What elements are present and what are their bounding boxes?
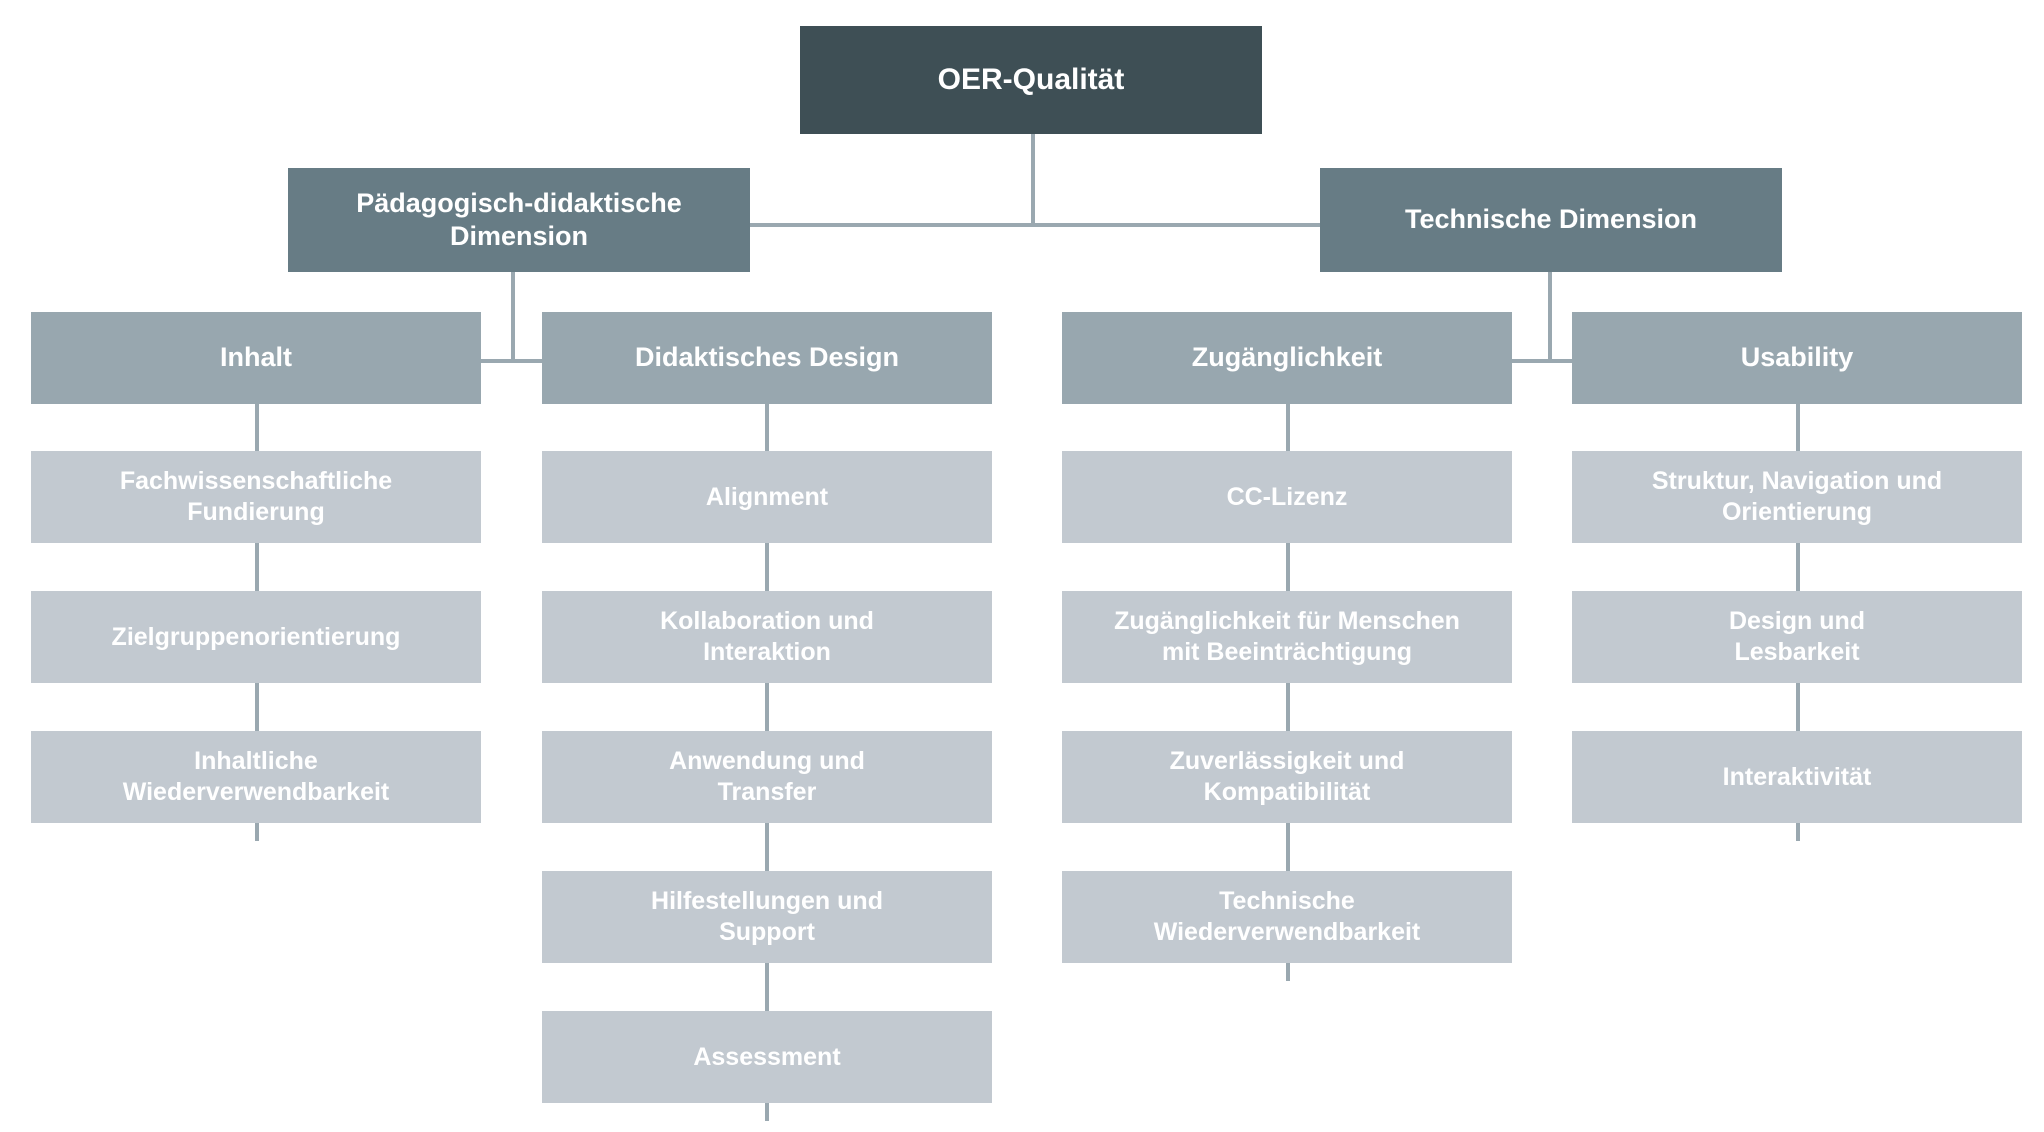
node-criterion-design-und-lesbarkeit[interactable]: Design und Lesbarkeit bbox=[1572, 591, 2022, 683]
node-label: Fachwissenschaftliche Fundierung bbox=[119, 467, 393, 526]
node-criterion-inhaltliche-wiederverwendbarkeit[interactable]: Inhaltliche Wiederverwendbarkeit bbox=[31, 731, 481, 823]
node-label: Didaktisches Design bbox=[634, 342, 900, 373]
node-root-oer-qualitaet[interactable]: OER-Qualität bbox=[800, 26, 1262, 134]
node-dimension-paedagogisch-didaktisch[interactable]: Pädagogisch-didaktische Dimension bbox=[288, 168, 750, 272]
node-label: Alignment bbox=[705, 482, 829, 511]
node-category-usability[interactable]: Usability bbox=[1572, 312, 2022, 404]
node-label: Technische Dimension bbox=[1404, 204, 1698, 235]
node-label: Usability bbox=[1740, 342, 1854, 373]
node-label: CC-Lizenz bbox=[1226, 482, 1348, 511]
node-label: Pädagogisch-didaktische Dimension bbox=[356, 187, 682, 251]
node-criterion-cc-lizenz[interactable]: CC-Lizenz bbox=[1062, 451, 1512, 543]
node-category-inhalt[interactable]: Inhalt bbox=[31, 312, 481, 404]
node-label: Zuverlässigkeit und Kompatibilität bbox=[1169, 747, 1405, 806]
node-label: Zielgruppenorientierung bbox=[111, 622, 401, 651]
node-criterion-anwendung-und-transfer[interactable]: Anwendung und Transfer bbox=[542, 731, 992, 823]
node-label: Anwendung und Transfer bbox=[669, 747, 865, 806]
node-label: Kollaboration und Interaktion bbox=[660, 607, 874, 666]
connector-left-dimension-stem bbox=[511, 271, 515, 361]
connector-root-stem bbox=[1031, 133, 1035, 225]
node-label: Design und Lesbarkeit bbox=[1728, 607, 1866, 666]
connector-right-dimension-stem bbox=[1548, 271, 1552, 361]
node-criterion-kollaboration-und-interaktion[interactable]: Kollaboration und Interaktion bbox=[542, 591, 992, 683]
node-label: Inhalt bbox=[220, 342, 292, 373]
node-label: Assessment bbox=[693, 1042, 841, 1071]
node-category-zugaenglichkeit[interactable]: Zugänglichkeit bbox=[1062, 312, 1512, 404]
connector-left-category-bus bbox=[257, 359, 767, 363]
node-criterion-interaktivitaet[interactable]: Interaktivität bbox=[1572, 731, 2022, 823]
node-criterion-struktur-navigation-und-orientierung[interactable]: Struktur, Navigation und Orientierung bbox=[1572, 451, 2022, 543]
node-criterion-alignment[interactable]: Alignment bbox=[542, 451, 992, 543]
node-dimension-technisch[interactable]: Technische Dimension bbox=[1320, 168, 1782, 272]
node-criterion-assessment[interactable]: Assessment bbox=[542, 1011, 992, 1103]
node-label: Zugänglichkeit bbox=[1191, 342, 1383, 373]
node-criterion-hilfestellungen-und-support[interactable]: Hilfestellungen und Support bbox=[542, 871, 992, 963]
connector-column-zugaenglichkeit-spine bbox=[1286, 401, 1290, 981]
node-label: OER-Qualität bbox=[937, 63, 1125, 97]
node-criterion-zielgruppenorientierung[interactable]: Zielgruppenorientierung bbox=[31, 591, 481, 683]
node-label: Technische Wiederverwendbarkeit bbox=[1153, 887, 1421, 946]
node-label: Struktur, Navigation und Orientierung bbox=[1651, 467, 1943, 526]
node-category-didaktisches-design[interactable]: Didaktisches Design bbox=[542, 312, 992, 404]
node-criterion-technische-wiederverwendbarkeit[interactable]: Technische Wiederverwendbarkeit bbox=[1062, 871, 1512, 963]
node-label: Zugänglichkeit für Menschen mit Beeinträ… bbox=[1114, 607, 1460, 666]
node-criterion-zugaenglichkeit-fuer-menschen-mit-beeintraechtigung[interactable]: Zugänglichkeit für Menschen mit Beeinträ… bbox=[1062, 591, 1512, 683]
connector-dimension-bus bbox=[513, 223, 1550, 227]
node-label: Interaktivität bbox=[1722, 762, 1872, 791]
connector-right-category-bus bbox=[1288, 359, 1798, 363]
node-criterion-zuverlaessigkeit-und-kompatibilitaet[interactable]: Zuverlässigkeit und Kompatibilität bbox=[1062, 731, 1512, 823]
node-criterion-fachwissenschaftliche-fundierung[interactable]: Fachwissenschaftliche Fundierung bbox=[31, 451, 481, 543]
node-label: Hilfestellungen und Support bbox=[651, 887, 883, 946]
node-label: Inhaltliche Wiederverwendbarkeit bbox=[122, 747, 390, 806]
